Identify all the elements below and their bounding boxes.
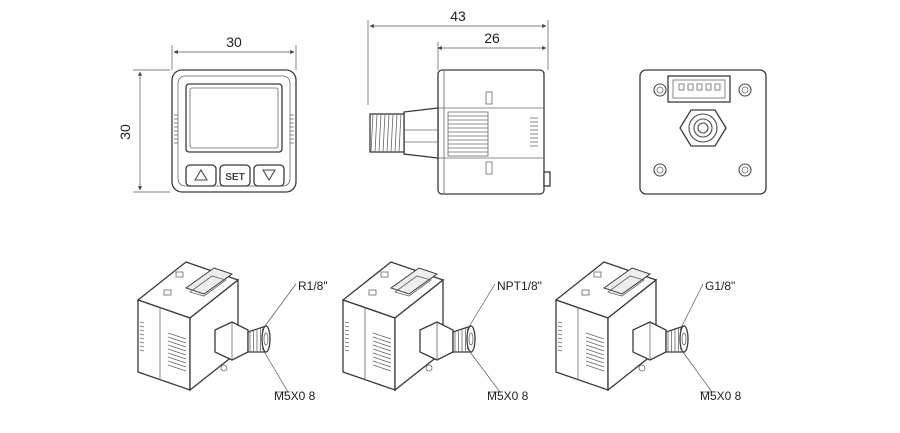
variant-label-1-thread: R1/8" xyxy=(298,279,328,293)
isometric-variants xyxy=(136,261,713,393)
side-view: 43 26 xyxy=(367,8,551,195)
set-button[interactable]: SET xyxy=(219,164,251,187)
side-clip xyxy=(543,171,551,187)
variant-label-1-port: M5X0 8 xyxy=(274,389,316,403)
side-body-length-label: 26 xyxy=(484,30,500,46)
isometric-sensor-3 xyxy=(554,261,713,393)
mounting-hole xyxy=(738,163,752,177)
up-button[interactable] xyxy=(185,164,217,187)
front-view: 30 30 SET xyxy=(117,34,297,193)
side-total-length-label: 43 xyxy=(450,8,466,24)
variant-label-2-port: M5X0 8 xyxy=(487,389,529,403)
pressure-port xyxy=(688,113,718,143)
down-button[interactable] xyxy=(253,164,285,187)
front-height-label: 30 xyxy=(117,124,133,140)
variant-label-2-thread: NPT1/8" xyxy=(497,279,542,293)
set-button-label: SET xyxy=(225,172,244,183)
display-screen xyxy=(189,87,279,149)
mounting-hole xyxy=(738,83,752,97)
isometric-sensor-1 xyxy=(136,261,297,393)
triangle-down-icon xyxy=(262,169,276,182)
back-view xyxy=(639,69,767,195)
hex-port xyxy=(679,109,727,147)
front-width-label: 30 xyxy=(226,34,242,50)
display-frame xyxy=(185,83,283,153)
mounting-hole xyxy=(653,83,667,97)
variant-label-3-thread: G1/8" xyxy=(705,279,736,293)
hex-fitting xyxy=(403,107,439,159)
triangle-up-icon xyxy=(194,168,208,181)
variant-label-3-port: M5X0 8 xyxy=(700,389,742,403)
isometric-sensor-2 xyxy=(341,261,501,393)
mounting-hole xyxy=(653,163,667,177)
